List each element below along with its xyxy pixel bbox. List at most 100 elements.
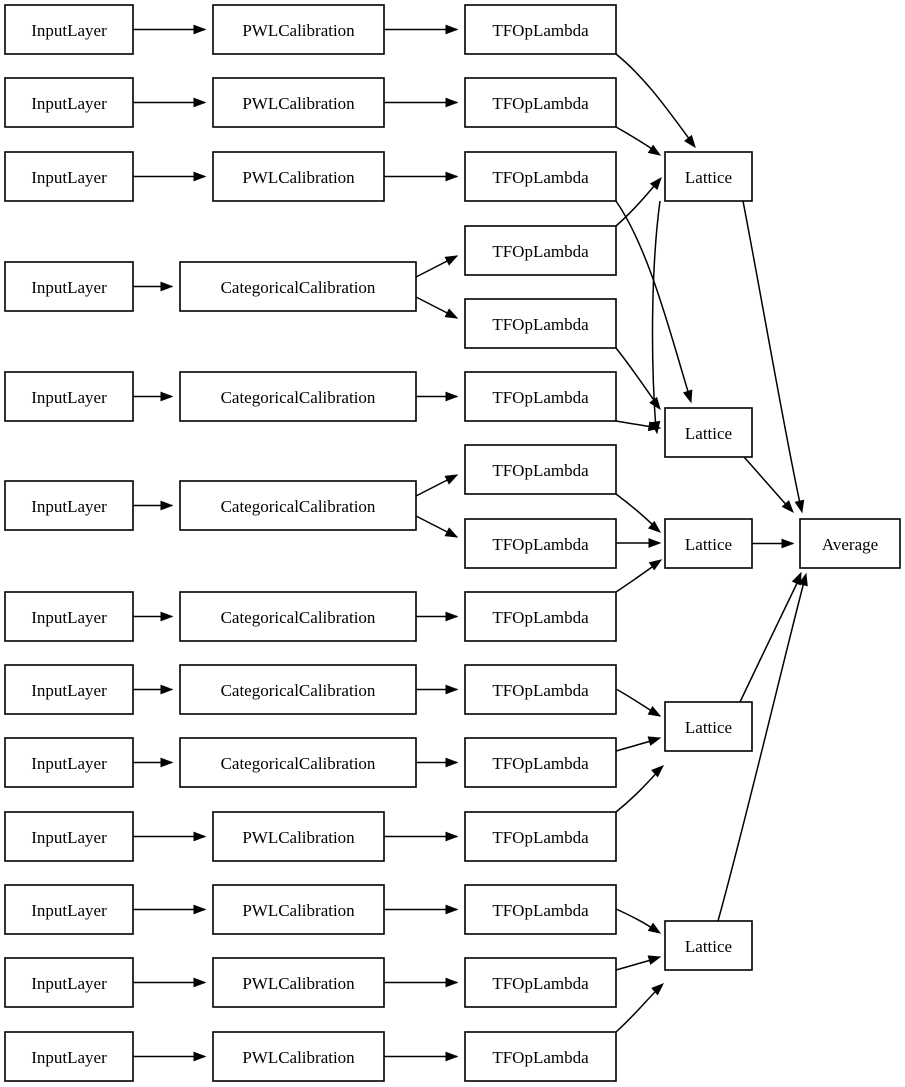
node-box-in3[interactable] [4, 151, 134, 202]
node-cal10[interactable]: PWLCalibration [212, 811, 385, 862]
node-box-in11[interactable] [4, 884, 134, 935]
node-op15[interactable]: TFOpLambda [464, 1031, 617, 1082]
node-box-in8[interactable] [4, 664, 134, 715]
node-op9[interactable]: TFOpLambda [464, 591, 617, 642]
node-cal1[interactable]: PWLCalibration [212, 4, 385, 55]
node-in1[interactable]: InputLayer [4, 4, 134, 55]
node-box-in5[interactable] [4, 371, 134, 422]
node-box-in1[interactable] [4, 4, 134, 55]
node-lat4[interactable]: Lattice [664, 701, 753, 752]
node-op10[interactable]: TFOpLambda [464, 664, 617, 715]
node-box-cal5[interactable] [179, 371, 417, 422]
node-op8[interactable]: TFOpLambda [464, 518, 617, 569]
node-box-op4[interactable] [464, 225, 617, 276]
node-op2[interactable]: TFOpLambda [464, 77, 617, 128]
arrowhead-cal6-to-op8 [444, 527, 459, 538]
node-box-op15[interactable] [464, 1031, 617, 1082]
node-box-in10[interactable] [4, 811, 134, 862]
node-box-cal8[interactable] [179, 664, 417, 715]
node-label-in9: InputLayer [31, 754, 107, 773]
node-box-in6[interactable] [4, 480, 134, 531]
node-cal3[interactable]: PWLCalibration [212, 151, 385, 202]
node-lat5[interactable]: Lattice [664, 920, 753, 971]
node-cal6[interactable]: CategoricalCalibration [179, 480, 417, 531]
node-box-avg[interactable] [799, 518, 901, 569]
node-cal2[interactable]: PWLCalibration [212, 77, 385, 128]
node-op3[interactable]: TFOpLambda [464, 151, 617, 202]
node-in5[interactable]: InputLayer [4, 371, 134, 422]
node-label-in7: InputLayer [31, 608, 107, 627]
node-cal5[interactable]: CategoricalCalibration [179, 371, 417, 422]
node-box-cal3[interactable] [212, 151, 385, 202]
node-op13[interactable]: TFOpLambda [464, 884, 617, 935]
node-avg[interactable]: Average [799, 518, 901, 569]
node-box-cal6[interactable] [179, 480, 417, 531]
node-box-lat3[interactable] [664, 518, 753, 569]
node-box-op9[interactable] [464, 591, 617, 642]
node-box-cal9[interactable] [179, 737, 417, 788]
node-op7[interactable]: TFOpLambda [464, 444, 617, 495]
node-in12[interactable]: InputLayer [4, 957, 134, 1008]
node-box-op10[interactable] [464, 664, 617, 715]
node-op12[interactable]: TFOpLambda [464, 811, 617, 862]
node-op11[interactable]: TFOpLambda [464, 737, 617, 788]
node-lat3[interactable]: Lattice [664, 518, 753, 569]
node-lat1[interactable]: Lattice [664, 151, 753, 202]
node-box-op14[interactable] [464, 957, 617, 1008]
node-cal13[interactable]: PWLCalibration [212, 1031, 385, 1082]
node-box-lat5[interactable] [664, 920, 753, 971]
node-cal7[interactable]: CategoricalCalibration [179, 591, 417, 642]
node-in10[interactable]: InputLayer [4, 811, 134, 862]
node-op14[interactable]: TFOpLambda [464, 957, 617, 1008]
node-box-in7[interactable] [4, 591, 134, 642]
node-label-op5: TFOpLambda [492, 315, 589, 334]
node-box-cal1[interactable] [212, 4, 385, 55]
node-box-op12[interactable] [464, 811, 617, 862]
node-box-op11[interactable] [464, 737, 617, 788]
node-box-cal10[interactable] [212, 811, 385, 862]
node-cal12[interactable]: PWLCalibration [212, 957, 385, 1008]
node-in3[interactable]: InputLayer [4, 151, 134, 202]
node-box-cal11[interactable] [212, 884, 385, 935]
node-box-op2[interactable] [464, 77, 617, 128]
edge-op5-to-lat2 [615, 347, 659, 407]
node-box-cal13[interactable] [212, 1031, 385, 1082]
node-op4[interactable]: TFOpLambda [464, 225, 617, 276]
node-box-op8[interactable] [464, 518, 617, 569]
node-box-op1[interactable] [464, 4, 617, 55]
node-cal4[interactable]: CategoricalCalibration [179, 261, 417, 312]
node-box-lat1[interactable] [664, 151, 753, 202]
node-in2[interactable]: InputLayer [4, 77, 134, 128]
node-box-op3[interactable] [464, 151, 617, 202]
node-box-cal4[interactable] [179, 261, 417, 312]
node-box-in13[interactable] [4, 1031, 134, 1082]
node-in6[interactable]: InputLayer [4, 480, 134, 531]
node-op1[interactable]: TFOpLambda [464, 4, 617, 55]
node-cal11[interactable]: PWLCalibration [212, 884, 385, 935]
node-box-lat2[interactable] [664, 407, 753, 458]
node-op5[interactable]: TFOpLambda [464, 298, 617, 349]
node-in11[interactable]: InputLayer [4, 884, 134, 935]
node-label-op7: TFOpLambda [492, 461, 589, 480]
node-in9[interactable]: InputLayer [4, 737, 134, 788]
node-box-in4[interactable] [4, 261, 134, 312]
node-box-op7[interactable] [464, 444, 617, 495]
node-lat2[interactable]: Lattice [664, 407, 753, 458]
node-in13[interactable]: InputLayer [4, 1031, 134, 1082]
node-in8[interactable]: InputLayer [4, 664, 134, 715]
node-box-cal12[interactable] [212, 957, 385, 1008]
node-cal9[interactable]: CategoricalCalibration [179, 737, 417, 788]
node-box-cal2[interactable] [212, 77, 385, 128]
node-in4[interactable]: InputLayer [4, 261, 134, 312]
node-box-in9[interactable] [4, 737, 134, 788]
node-box-op5[interactable] [464, 298, 617, 349]
node-in7[interactable]: InputLayer [4, 591, 134, 642]
node-box-in2[interactable] [4, 77, 134, 128]
node-box-cal7[interactable] [179, 591, 417, 642]
node-cal8[interactable]: CategoricalCalibration [179, 664, 417, 715]
node-box-in12[interactable] [4, 957, 134, 1008]
node-box-op13[interactable] [464, 884, 617, 935]
node-op6[interactable]: TFOpLambda [464, 371, 617, 422]
node-box-lat4[interactable] [664, 701, 753, 752]
node-box-op6[interactable] [464, 371, 617, 422]
